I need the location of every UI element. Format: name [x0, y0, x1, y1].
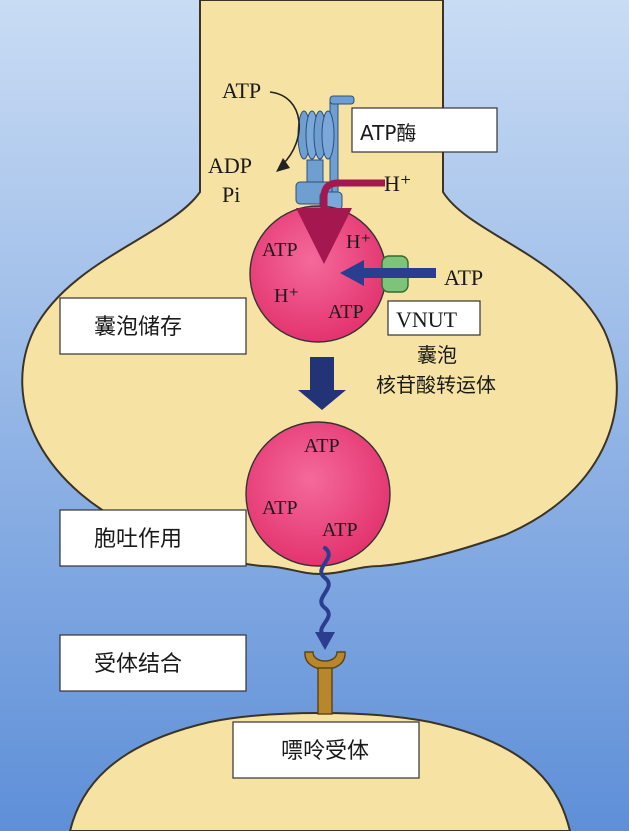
vnut-description-line1: 囊泡 — [417, 343, 457, 367]
vesicle-top-h-top: H⁺ — [346, 231, 371, 253]
step-box-storage — [59, 297, 247, 355]
atp-transport-label: ATP — [444, 265, 483, 290]
hydrolysis-arrowhead — [276, 158, 290, 172]
atpase-label-box — [351, 107, 498, 153]
step-label-binding: 受体结合 — [94, 652, 182, 677]
proton-arrow — [296, 179, 385, 264]
step-box-binding — [59, 634, 247, 692]
vnut-description-line2: 核苷酸转运体 — [376, 373, 496, 397]
atp-diffusion-arrowhead — [315, 632, 335, 650]
adp-label: ADP — [208, 153, 252, 178]
pi-label: Pi — [222, 182, 240, 207]
step-box-receptor — [232, 721, 420, 779]
atpase-label: ATP酶 — [360, 121, 416, 145]
step-label-storage: 囊泡储存 — [94, 315, 182, 340]
atp-top-label: ATP — [222, 78, 261, 103]
step-label-receptor: 嘌呤受体 — [281, 739, 369, 764]
purinergic-receptor-icon — [304, 651, 346, 715]
atp-import-arrow-shaft — [360, 268, 436, 278]
step-box-exocytosis — [59, 509, 247, 567]
vnut-label: VNUT — [396, 307, 458, 332]
h-pump-label: H⁺ — [384, 171, 412, 196]
vesicle-bottom-atp-right: ATP — [322, 519, 358, 541]
step-label-exocytosis: 胞吐作用 — [94, 527, 182, 552]
hydrolysis-arrow — [269, 91, 300, 166]
vesicle-top-atp-left: ATP — [262, 239, 298, 261]
vesicle-exocytosis — [245, 421, 391, 567]
vnut-label-box — [387, 300, 481, 336]
vesicle-top-h-left: H⁺ — [274, 285, 299, 307]
vesicle-top-atp-bottom: ATP — [328, 301, 364, 323]
atp-import-arrowhead — [340, 260, 364, 286]
atp-diffusion-arrow — [319, 546, 331, 638]
vesicle-bottom-atp-top: ATP — [304, 435, 340, 457]
release-arrow-icon — [298, 357, 346, 410]
vesicle-bottom-atp-left: ATP — [262, 497, 298, 519]
